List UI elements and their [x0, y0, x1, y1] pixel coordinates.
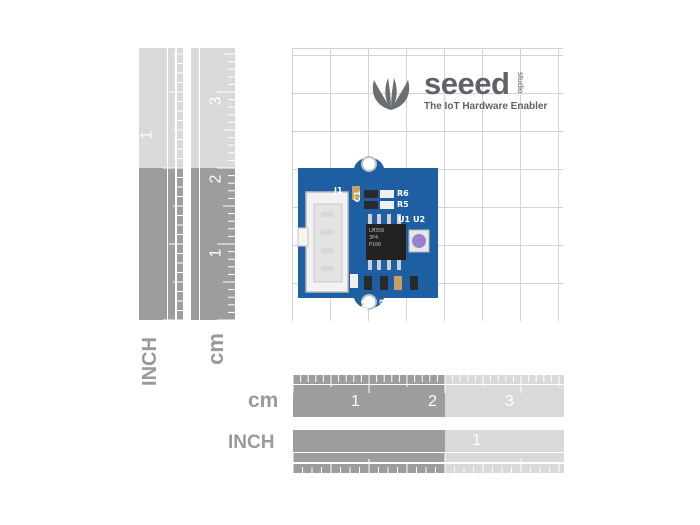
top-mounting-hole — [361, 156, 377, 172]
label-u2: U2 — [413, 215, 426, 224]
chip-text-line-1: LM358 — [369, 228, 385, 234]
label-r6: R6 — [397, 189, 409, 198]
brand-tagline: The IoT Hardware Enabler — [424, 101, 548, 112]
horizontal-cm-mark-2: 2 — [428, 393, 437, 410]
chip-marking: LM358 3P4 P100 — [369, 228, 384, 249]
chip-text-line-2: 3P4 — [369, 235, 379, 241]
brand-name: seeed — [424, 66, 510, 101]
horizontal-inch-mark-1: 1 — [472, 432, 481, 449]
horizontal-cm-unit: cm — [248, 389, 279, 412]
op-amp-chip — [366, 224, 406, 260]
chip-text-line-3: P100 — [369, 242, 382, 248]
label-r3: R3 — [378, 298, 388, 311]
bottom-mounting-hole — [361, 294, 377, 310]
sensor-window — [412, 234, 426, 248]
label-c2: C2 — [392, 298, 402, 311]
label-r5: R5 — [397, 200, 409, 209]
pcb-module — [297, 156, 438, 310]
label-r2: R2 — [408, 298, 418, 311]
label-j1: J1 — [334, 186, 343, 195]
label-r4: R4 — [346, 298, 356, 311]
label-c1: C1 — [353, 190, 363, 203]
label-r1: R1 — [360, 298, 370, 311]
seeed-leaf-icon — [372, 78, 410, 110]
horizontal-inch-unit: INCH — [228, 432, 275, 453]
label-u1: U1 — [398, 215, 411, 224]
horizontal-cm-mark-3: 3 — [505, 393, 514, 410]
horizontal-cm-mark-1: 1 — [351, 393, 360, 410]
